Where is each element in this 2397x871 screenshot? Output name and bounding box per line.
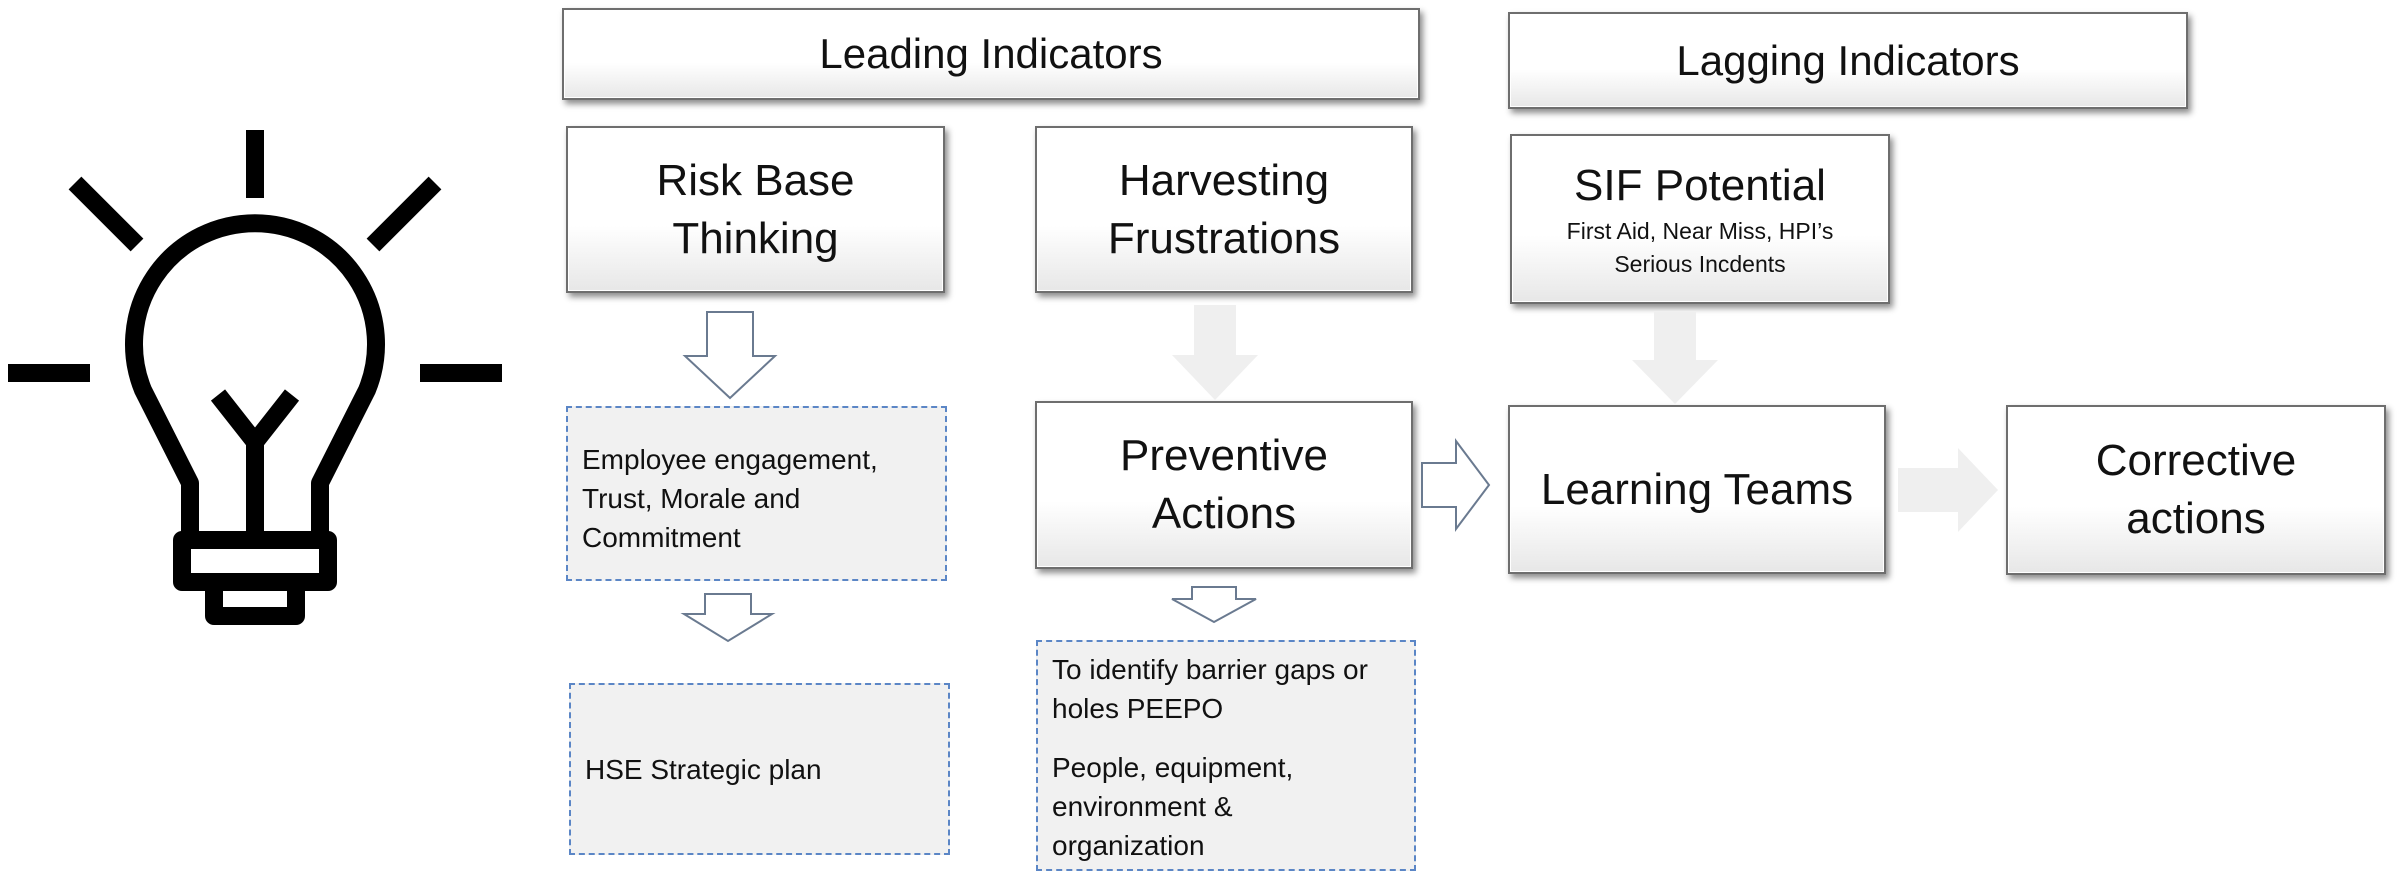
sif-potential-box: SIF Potential First Aid, Near Miss, HPI’… — [1510, 134, 1890, 304]
hse-strategic-plan-note: HSE Strategic plan — [569, 683, 950, 855]
risk-base-thinking-box: Risk Base Thinking — [566, 126, 945, 293]
lagging-indicators-header: Lagging Indicators — [1508, 12, 2188, 109]
barrier-gaps-note: To identify barrier gaps or holes PEEPO … — [1036, 640, 1416, 871]
down-arrow-risk — [682, 311, 778, 400]
corrective-actions-box: Corrective actions — [2006, 405, 2386, 575]
down-arrow-preventive — [1171, 586, 1257, 624]
lightbulb-icon — [8, 130, 502, 625]
engagement-note: Employee engagement, Trust, Morale and C… — [566, 406, 947, 581]
learning-teams-box: Learning Teams — [1508, 405, 1886, 574]
down-arrow-sif — [1632, 312, 1718, 404]
down-arrow-harvesting — [1172, 305, 1258, 400]
right-arrow-learning-to-corrective — [1898, 448, 1998, 532]
harvesting-frustrations-box: Harvesting Frustrations — [1035, 126, 1413, 293]
right-arrow-preventive-to-learning — [1421, 438, 1491, 532]
down-arrow-engagement — [680, 593, 776, 643]
preventive-actions-box: Preventive Actions — [1035, 401, 1413, 569]
leading-indicators-header: Leading Indicators — [562, 8, 1420, 100]
